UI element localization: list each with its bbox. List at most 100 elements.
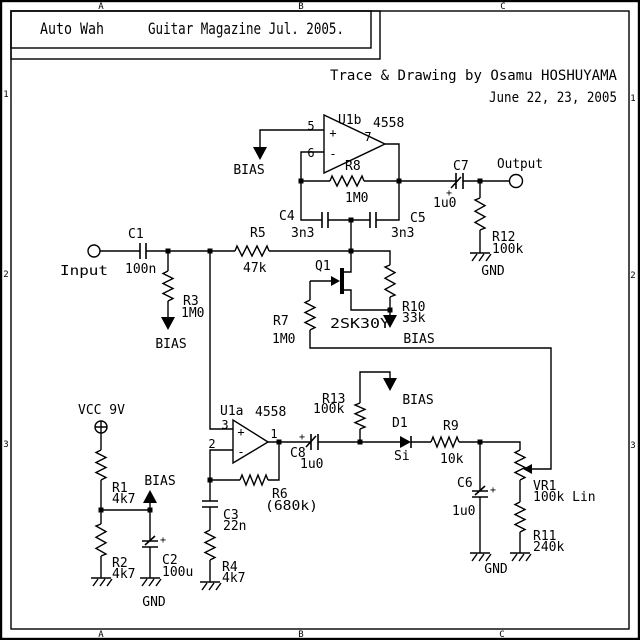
c8-plus-mark: + — [299, 432, 305, 443]
capacitors — [139, 173, 488, 548]
c3-ref-label: C3 — [223, 508, 239, 523]
resistor-R4 — [203, 529, 217, 561]
schematic-title: Auto Wah — [40, 19, 104, 38]
capacitor-C6 — [472, 485, 488, 498]
vcc-label: VCC 9V — [78, 403, 125, 418]
bias-label-u1b: BIAS — [233, 163, 264, 178]
opamps — [232, 113, 387, 465]
r10-ref-label: R10 — [402, 300, 425, 315]
bias-arrow-r3 — [161, 317, 175, 330]
input-label: Input — [60, 264, 108, 279]
r8-value-label: 1M0 — [345, 191, 368, 206]
u1a-minus-input-mark: - — [237, 445, 244, 459]
bias-label-r3: BIAS — [155, 337, 186, 352]
r1-ref-label: R1 — [112, 481, 128, 496]
bias-label-r13: BIAS — [402, 393, 433, 408]
junction-dot — [477, 178, 483, 184]
c8-value-label: 1u0 — [300, 457, 323, 472]
u1b-minus-input-mark: - — [329, 147, 336, 161]
component-labels: 5 6 7 U1b 4558 BIAS Input C1 100n R3 1M0… — [60, 113, 596, 610]
capacitor-C7 — [450, 173, 464, 189]
u1b-ref-label: U1b — [338, 113, 362, 128]
gnd-symbol-c6 — [470, 552, 492, 562]
u1b-pin5-label: 5 — [307, 119, 314, 133]
c6-value-label: 1u0 — [452, 504, 475, 519]
u1b-pin7-label: 7 — [364, 130, 371, 144]
r7-ref-label: R7 — [273, 314, 289, 329]
diode-D1 — [400, 436, 412, 448]
gnd-symbol-r11 — [510, 552, 532, 562]
r6-value-label: (680k) — [265, 499, 318, 514]
c2-ref-label: C2 — [162, 553, 178, 568]
u1b-pin6-label: 6 — [307, 146, 314, 160]
c3-value-label: 22n — [223, 519, 246, 534]
c6-plus-mark: + — [490, 485, 496, 496]
jfet-Q1 — [331, 268, 344, 294]
resistor-R13 — [353, 402, 367, 430]
r5-value-label: 47k — [243, 261, 267, 276]
zone-row-3-right: 3 — [630, 441, 635, 451]
resistor-R5 — [234, 244, 270, 258]
u1a-type-label: 4558 — [255, 405, 286, 420]
wires — [100, 129, 552, 582]
bias-arrow-r10 — [383, 315, 397, 328]
junction-dot — [165, 248, 171, 254]
zone-row-2-right: 2 — [630, 271, 635, 281]
bias-label-r10: BIAS — [403, 332, 434, 347]
zone-row-1-right: 1 — [630, 94, 635, 104]
junction-dot — [207, 477, 213, 483]
gnd-symbol-c2 — [140, 577, 162, 587]
bias-arrows — [143, 147, 397, 503]
zone-col-a-bottom: A — [98, 630, 104, 640]
junction-dot — [207, 248, 213, 254]
resistor-R7 — [303, 299, 317, 331]
zone-col-c-bottom: C — [499, 630, 504, 640]
d1-type-label: Si — [394, 449, 410, 464]
resistors — [94, 174, 527, 561]
junction-dot — [477, 439, 483, 445]
zone-col-b-bottom: B — [298, 630, 303, 640]
bias-arrow-r13 — [383, 378, 397, 391]
junction-dot — [147, 507, 153, 513]
vr1-ref-label: VR1 — [533, 479, 556, 494]
gnd-symbol-r12 — [470, 252, 492, 262]
junction-dot — [357, 439, 363, 445]
schematic-source: Guitar Magazine Jul. 2005. — [148, 19, 344, 38]
r11-ref-label: R11 — [533, 529, 556, 544]
r9-value-label: 10k — [440, 452, 464, 467]
resistor-R9 — [430, 435, 460, 449]
r8-ref-label: R8 — [345, 159, 361, 174]
resistor-VR1-body — [513, 449, 527, 481]
credit-line: Trace & Drawing by Osamu HOSHUYAMA — [330, 68, 618, 84]
vcc-terminal-cross — [95, 421, 107, 433]
capacitor-C1 — [139, 243, 147, 259]
jfet-gate-arrow — [331, 276, 340, 286]
r13-value-label: 100k — [313, 402, 344, 417]
junction-dots — [98, 178, 483, 513]
junction-dot — [276, 439, 282, 445]
zone-row-1-left: 1 — [3, 90, 8, 100]
junction-dot — [98, 507, 104, 513]
capacitor-C4 — [321, 212, 329, 228]
bias-label-supply: BIAS — [144, 474, 175, 489]
capacitor-C2 — [142, 535, 158, 548]
c1-value-label: 100n — [125, 262, 156, 277]
r3-value-label: 1M0 — [181, 306, 204, 321]
c7-ref-label: C7 — [453, 159, 469, 174]
vr1-value-label: 100k Lin — [533, 490, 596, 505]
r3-ref-label: R3 — [183, 294, 199, 309]
resistor-R10 — [383, 264, 397, 298]
capacitor-C8 — [305, 434, 319, 450]
u1a-ref-label: U1a — [220, 404, 243, 419]
title-block: Auto Wah Guitar Magazine Jul. 2005. Trac… — [40, 19, 618, 106]
capacitor-polarity-marks: + + + + — [160, 188, 496, 546]
capacitor-C3 — [202, 500, 218, 508]
resistor-R6 — [239, 473, 269, 487]
c4-value-label: 3n3 — [291, 226, 314, 241]
junction-dot — [396, 178, 402, 184]
r10-value-label: 33k — [402, 311, 426, 326]
gnd-label-c6: GND — [484, 562, 508, 577]
